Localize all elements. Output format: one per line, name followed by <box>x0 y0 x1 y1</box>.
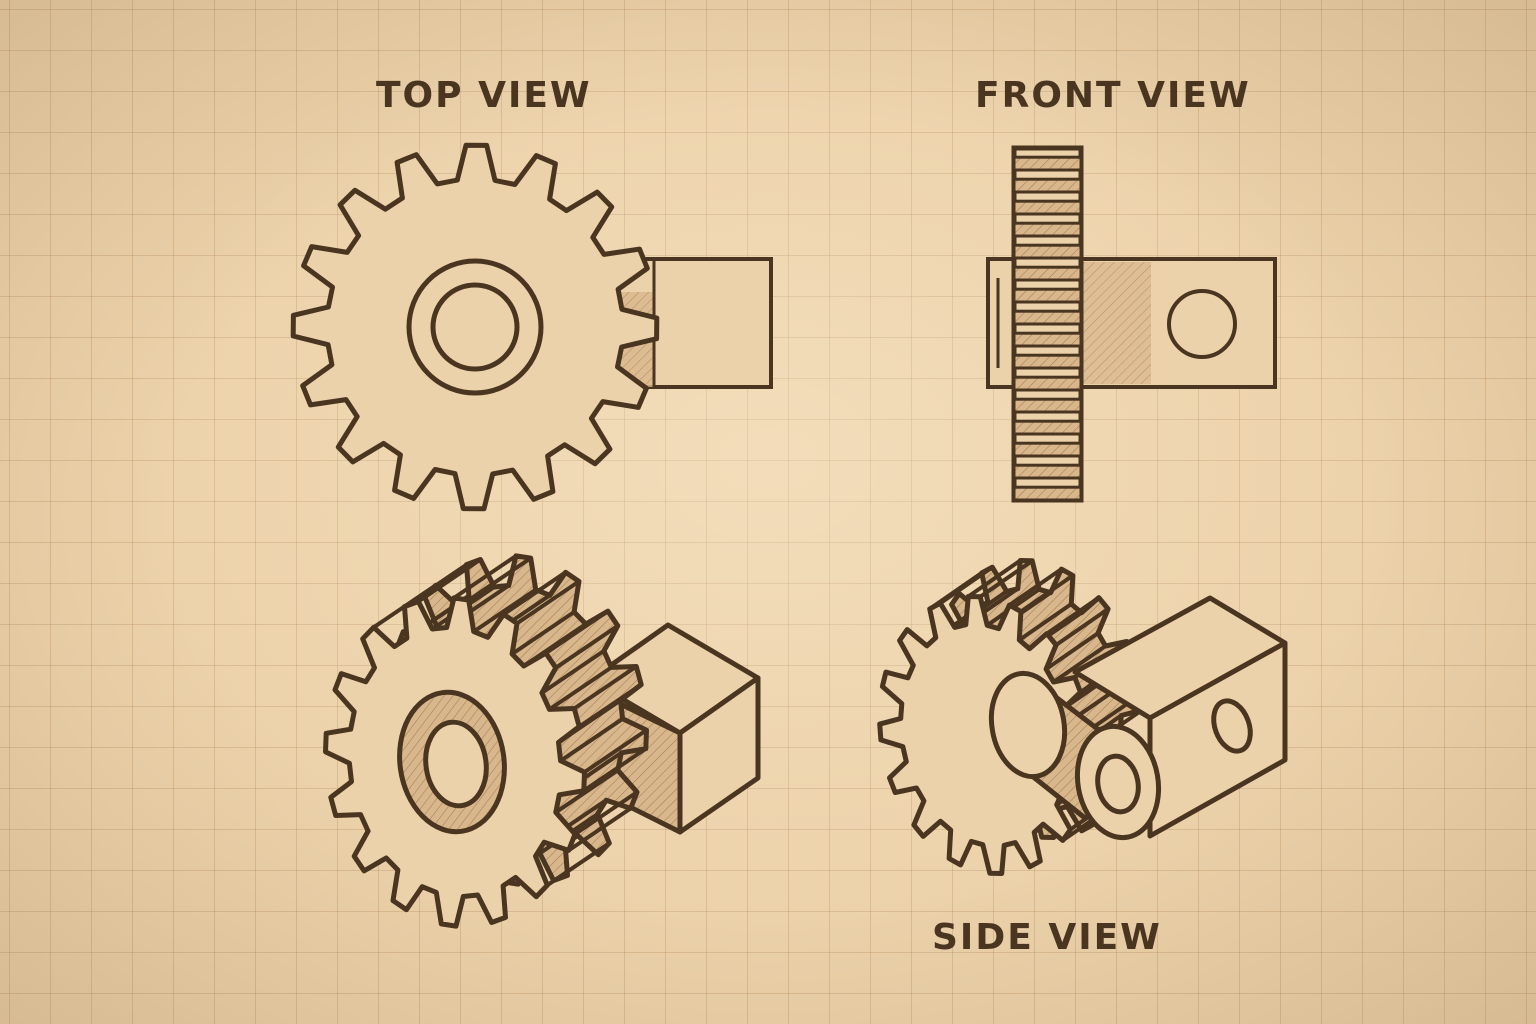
iso-gear-tooth-edge <box>1019 573 1075 614</box>
front-view-gear-tooth <box>1012 221 1083 238</box>
front-view-label: FRONT VIEW <box>975 75 1251 116</box>
iso-gear-tooth-edge <box>548 665 613 712</box>
front-view-gear-tooth <box>1012 199 1083 216</box>
iso-gear-tooth-edge <box>546 841 611 887</box>
top-view-drawing <box>290 142 773 512</box>
front-view-gear-tooth <box>1012 485 1083 502</box>
iso-gear-tooth-edge <box>573 790 639 836</box>
front-view-arm-shading <box>1081 262 1151 384</box>
iso-gear-tooth-edge <box>939 565 994 605</box>
top-view-label: TOP VIEW <box>376 75 592 116</box>
top-view-gear-outline <box>290 142 660 512</box>
front-view-gear-tooth <box>1012 441 1083 458</box>
iso-gear-tooth-edge <box>472 587 537 634</box>
isometric-assembly-drawing <box>877 558 1288 876</box>
front-view-gear-tooth <box>1012 243 1083 260</box>
front-view-gear-teeth <box>1012 155 1083 502</box>
iso-gear-tooth-edge <box>1044 631 1100 671</box>
iso-gear-tooth-edge <box>1045 595 1100 636</box>
front-view-pin-hole <box>1167 289 1237 359</box>
iso-assembly-cylinder-back <box>988 670 1068 780</box>
iso-gear-tooth-edge <box>452 554 518 600</box>
front-view-gear-tooth <box>1012 309 1083 326</box>
isometric-gear-drawing <box>323 553 761 929</box>
iso-gear-tooth-edge <box>573 664 638 711</box>
iso-gear-tooth-edge <box>1052 644 1107 684</box>
iso-gear-tooth-edge <box>1008 567 1063 607</box>
front-view-drawing <box>986 145 1277 503</box>
front-view-gear-tooth <box>1012 375 1083 392</box>
front-view-gear-tooth <box>1012 419 1083 436</box>
iso-gear-tooth-edge <box>544 609 610 655</box>
iso-gear-tooth-edge <box>554 624 619 670</box>
front-view-gear-tooth <box>1012 397 1083 414</box>
front-view-gear-tooth <box>1012 177 1083 194</box>
front-view-gear-tooth <box>1012 353 1083 370</box>
iso-gear-bore <box>423 719 489 809</box>
iso-gear-tooth-edge <box>979 559 1034 599</box>
iso-gear-tooth-edge <box>417 557 482 604</box>
iso-gear-tooth-edge <box>510 610 576 656</box>
front-view-gear-tooth <box>1012 331 1083 348</box>
front-view-gear-tooth <box>1012 155 1083 172</box>
iso-gear-tooth-edge <box>1018 602 1073 642</box>
iso-gear-tooth-edge <box>502 570 567 616</box>
iso-gear-tooth-edge <box>582 747 647 793</box>
top-view-hub <box>406 258 544 396</box>
front-view-gear-tooth <box>1012 463 1083 480</box>
front-view-gear-tooth <box>1012 287 1083 304</box>
top-view-bore <box>430 282 520 372</box>
iso-gear-tooth-edge <box>567 806 632 853</box>
iso-assembly-cylinder-bore <box>1095 753 1141 815</box>
iso-assembly-gear-front-outline <box>877 594 1093 876</box>
iso-gear-tooth-edge <box>554 768 619 814</box>
iso-gear-tooth-edge <box>583 728 648 774</box>
iso-gear-tooth-edge <box>403 562 468 609</box>
front-view-gear-tooth <box>1012 265 1083 282</box>
iso-gear-tooth-edge <box>967 558 1022 599</box>
iso-gear-tooth-edge <box>467 556 532 602</box>
side-view-label: SIDE VIEW <box>932 917 1162 958</box>
iso-gear-tooth-edge <box>1054 607 1110 647</box>
iso-gear-tooth-edge <box>559 717 624 763</box>
iso-gear-tooth-edge <box>540 649 606 695</box>
iso-gear-tooth-edge <box>515 579 581 626</box>
iso-assembly-pin-hole <box>1211 698 1253 754</box>
